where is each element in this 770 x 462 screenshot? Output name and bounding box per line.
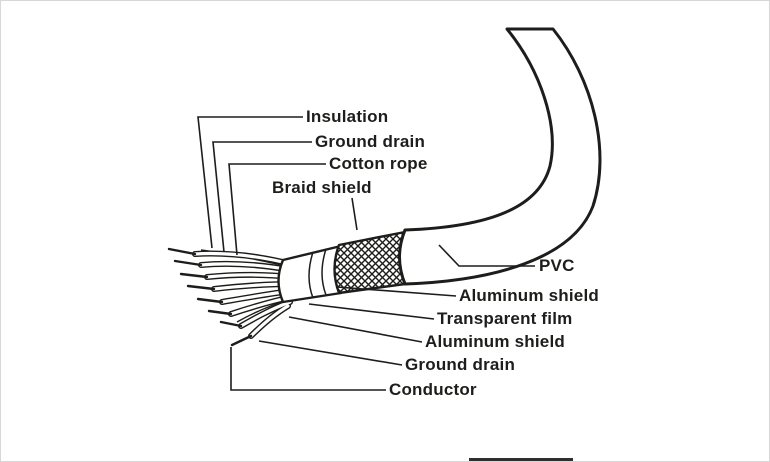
leader-ground-drain-top bbox=[212, 141, 312, 253]
label-pvc: PVC bbox=[539, 256, 575, 275]
pvc-jacket bbox=[398, 27, 602, 286]
leader-ground-drain-bottom bbox=[258, 340, 403, 366]
label-cotton-rope: Cotton rope bbox=[329, 154, 428, 173]
label-braid-shield: Braid shield bbox=[272, 178, 372, 197]
leader-conductor bbox=[230, 347, 386, 391]
label-aluminum-shield-inner: Aluminum shield bbox=[425, 332, 565, 351]
leader-transparent-film bbox=[308, 303, 435, 320]
label-ground-drain-top: Ground drain bbox=[315, 132, 426, 151]
conductor-tips bbox=[167, 247, 253, 347]
leader-cotton-rope bbox=[228, 163, 326, 256]
label-conductor: Conductor bbox=[389, 380, 477, 399]
leader-aluminum-shield-outer bbox=[336, 286, 457, 297]
leader-insulation bbox=[197, 116, 303, 249]
label-transparent-film: Transparent film bbox=[437, 309, 573, 328]
leader-lines bbox=[197, 116, 535, 391]
wire-bundle bbox=[167, 247, 294, 347]
leader-aluminum-shield-inner bbox=[288, 316, 423, 343]
label-insulation: Insulation bbox=[306, 107, 389, 126]
film-layer-lines bbox=[308, 248, 327, 299]
bottom-artifact-bar bbox=[469, 458, 573, 461]
leader-braid-shield bbox=[351, 197, 358, 231]
label-aluminum-shield-outer: Aluminum shield bbox=[459, 286, 599, 305]
leader-pvc bbox=[438, 244, 535, 267]
braid-shield-texture bbox=[333, 230, 407, 295]
label-ground-drain-bottom: Ground drain bbox=[405, 355, 516, 374]
